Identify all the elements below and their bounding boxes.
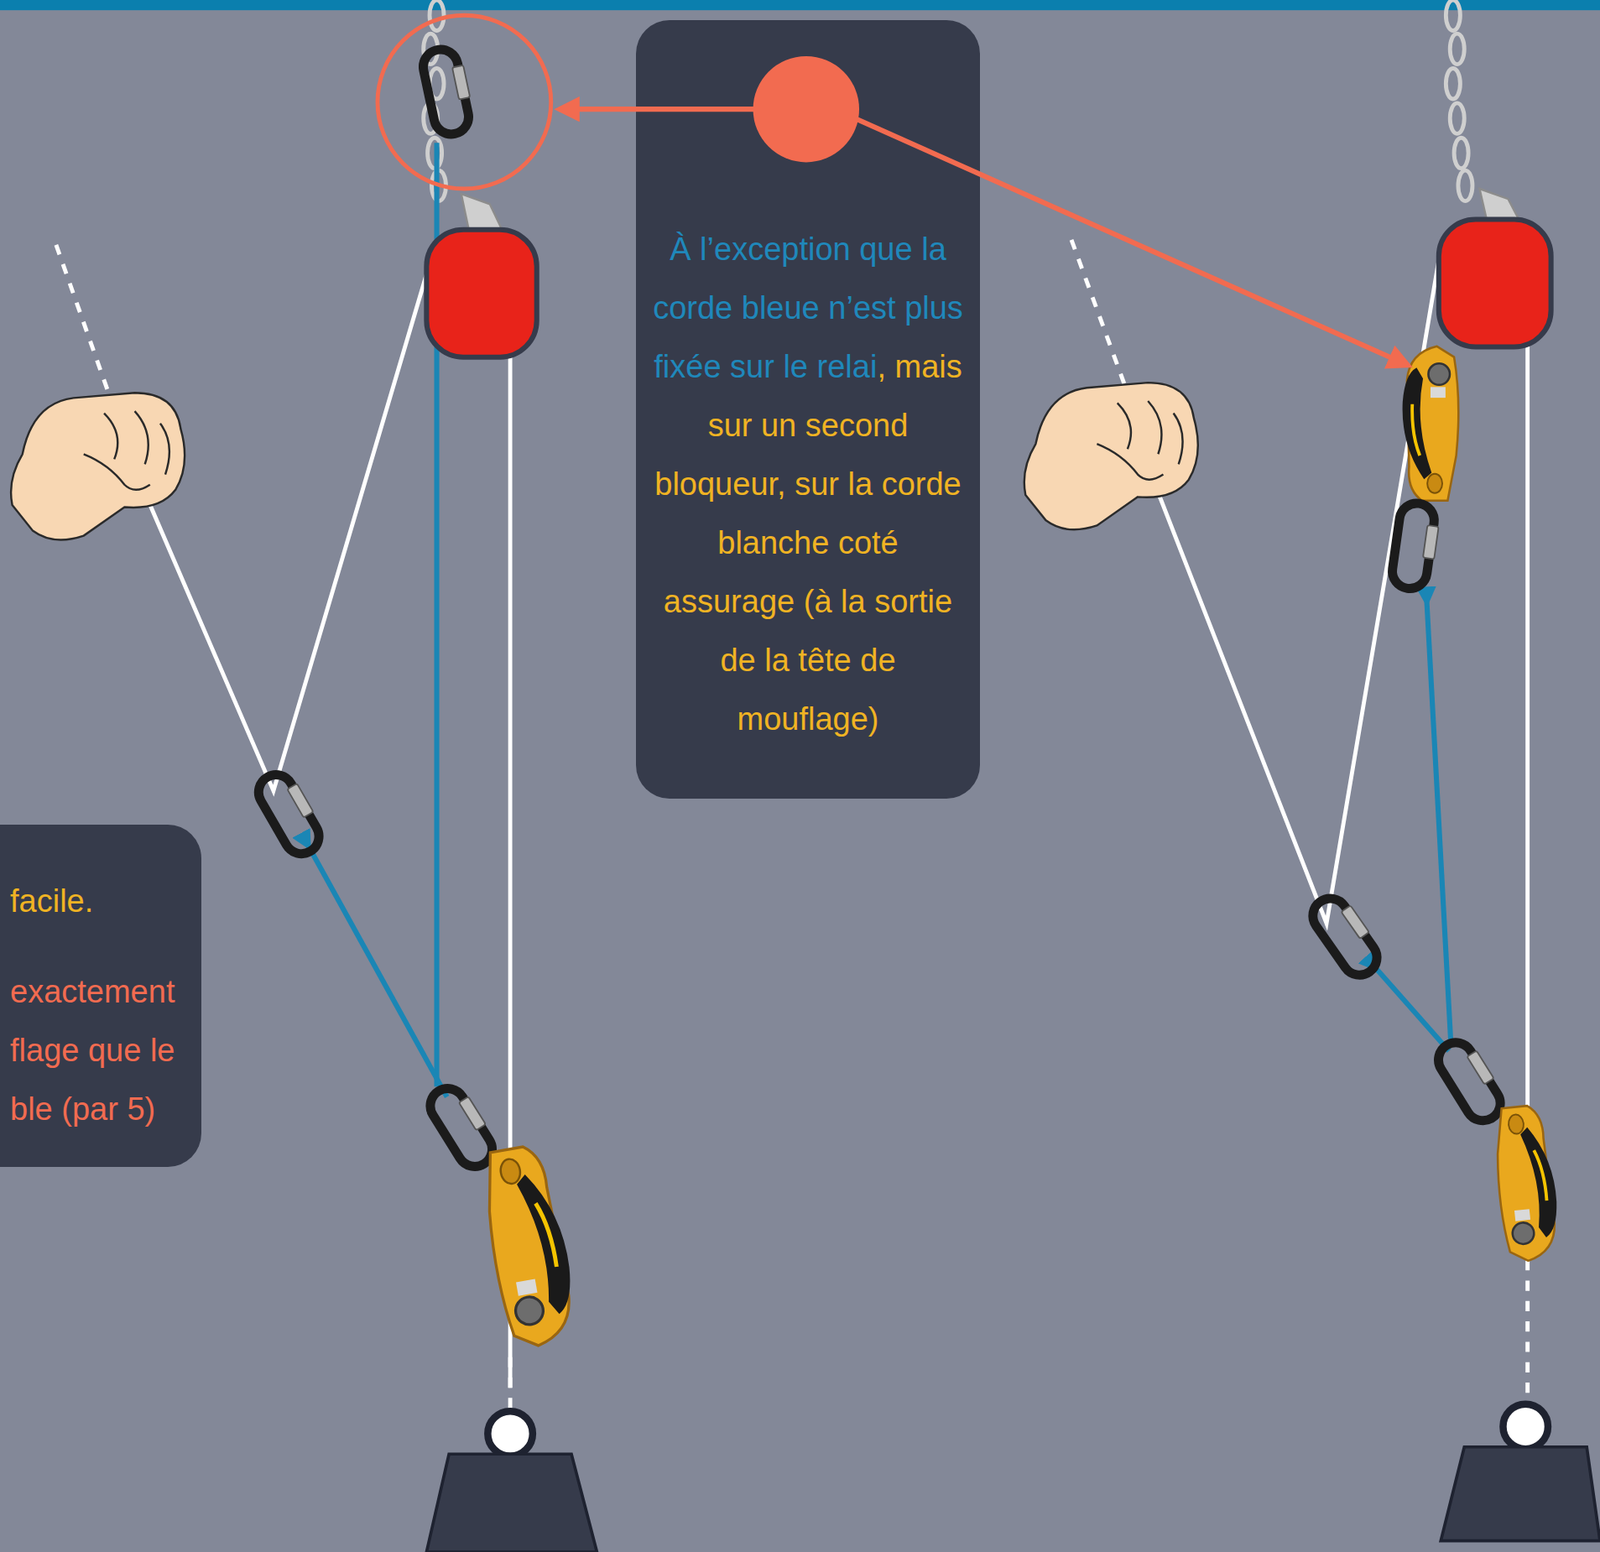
callout-text: À l’exception que la corde bleue n’est p… <box>649 219 967 749</box>
body-text: , mais sur un second bloqueur, sur la co… <box>654 349 962 737</box>
leader-arrow <box>857 119 1409 365</box>
callout-dot <box>753 56 860 162</box>
top-bar <box>0 0 1600 11</box>
callout-box: À l’exception que la corde bleue n’est p… <box>635 20 980 799</box>
body-text: exactement flage que le ble (par 5) <box>10 962 192 1139</box>
note-box: facile. exactement flage que le ble (par … <box>0 824 202 1168</box>
lead-text: facile. <box>10 871 192 931</box>
leader-arrow <box>558 106 756 112</box>
right-system <box>1024 0 1600 1542</box>
left-system <box>10 0 597 1552</box>
chain <box>1445 0 1473 202</box>
